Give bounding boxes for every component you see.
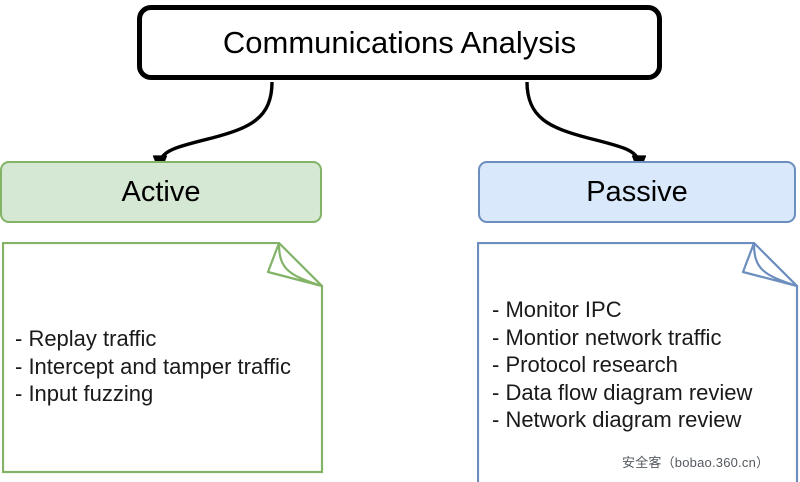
connector-root-to-active	[158, 81, 274, 163]
category-node-passive[interactable]: Passive	[478, 161, 796, 223]
watermark: 安全客（bobao.360.cn）	[622, 455, 770, 470]
category-node-active-label: Active	[121, 175, 201, 208]
note-active-line-1: - Intercept and tamper traffic	[15, 353, 291, 379]
category-node-active[interactable]: Active	[0, 161, 322, 223]
note-active-line-2: - Input fuzzing	[15, 381, 154, 406]
category-node-passive-label: Passive	[586, 175, 688, 208]
note-passive-line-4: - Network diagram review	[492, 407, 742, 432]
root-node-communications-analysis[interactable]: Communications Analysis	[137, 5, 662, 80]
note-passive[interactable]: - Monitor IPC - Montior network traffic …	[477, 242, 800, 482]
note-passive-line-3: - Data flow diagram review	[492, 379, 753, 405]
connector-root-to-passive	[525, 81, 641, 163]
note-active[interactable]: - Replay traffic - Intercept and tamper …	[2, 242, 326, 474]
note-passive-shape	[477, 242, 799, 482]
note-passive-line-2: - Protocol research	[492, 352, 678, 377]
note-active-line-0: - Replay traffic	[15, 326, 157, 351]
note-passive-line-0: - Monitor IPC	[492, 297, 622, 322]
root-node-label: Communications Analysis	[222, 25, 577, 60]
note-active-shape	[2, 242, 324, 474]
note-passive-line-1: - Montior network traffic	[492, 324, 722, 350]
